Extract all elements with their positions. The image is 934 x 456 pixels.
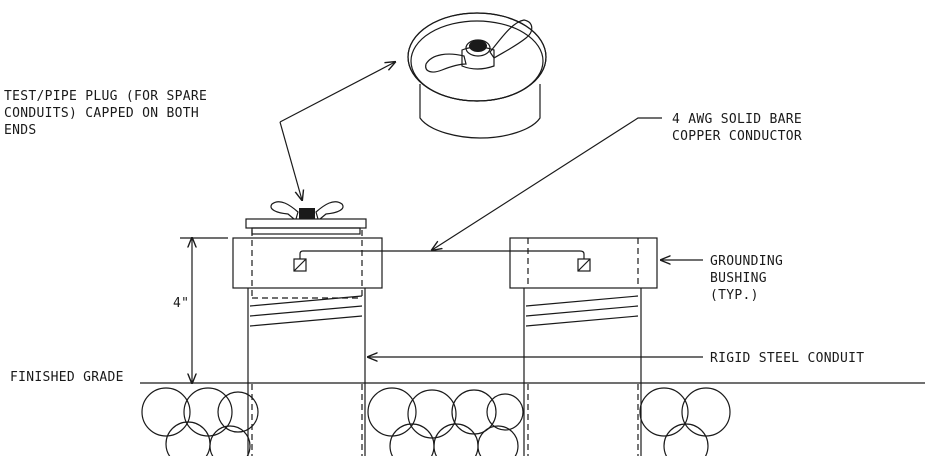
test-plug-leader-installed: [279, 121, 302, 200]
test-plug-label-line1: TEST/PIPE PLUG (FOR SPARE: [4, 89, 207, 104]
dimension-label: 4": [173, 296, 189, 311]
finished-grade-label: FINISHED GRADE: [10, 370, 124, 385]
conduit-label: RIGID STEEL CONDUIT: [710, 351, 864, 366]
test-plug-label-line2: CONDUITS) CAPPED ON BOTH: [4, 106, 199, 121]
test-plug-leader-detail: [279, 62, 395, 123]
left-grounding-bushing: [232, 230, 383, 299]
bonding-conductor: [299, 250, 585, 259]
bushing-label-line1: GROUNDING: [710, 254, 783, 269]
conductor-label-line2: COPPER CONDUCTOR: [672, 129, 802, 144]
test-plug-installed: [245, 201, 367, 235]
left-conduit: [247, 288, 366, 456]
conductor-label-line1: 4 AWG SOLID BARE: [672, 112, 802, 127]
right-grounding-bushing: [509, 237, 658, 289]
soil-hatch: [141, 387, 731, 456]
test-plug-detail: [407, 12, 547, 139]
bushing-label-line2: BUSHING: [710, 271, 767, 286]
right-conduit: [523, 288, 642, 456]
test-plug-label-line3: ENDS: [4, 123, 37, 138]
dimension-4-inch: [180, 238, 228, 383]
conductor-leader: [432, 117, 662, 250]
bushing-label-line3: (TYP.): [710, 288, 759, 303]
